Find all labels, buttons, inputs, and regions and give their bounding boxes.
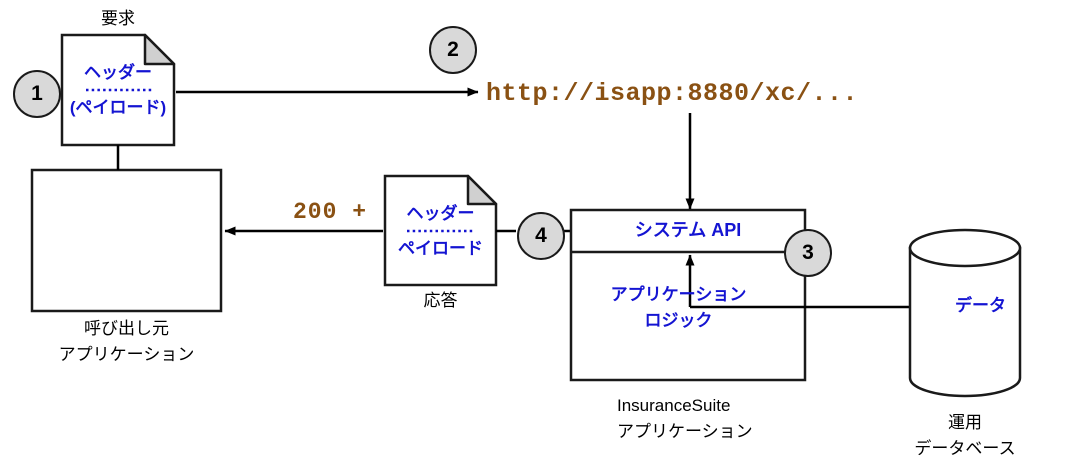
application-logic-label-line1: アプリケーション: [610, 285, 747, 304]
insurancesuite-shape: [569, 208, 807, 382]
request-document-shape: [60, 33, 176, 147]
database-data-label: データ: [955, 296, 1006, 315]
application-logic-label-line2: ロジック: [644, 311, 713, 330]
system-api-label: システム API: [634, 220, 742, 240]
step-badge-4[interactable]: 4: [517, 212, 565, 260]
database-caption-line1: 運用: [948, 413, 982, 432]
step-badge-3[interactable]: 3: [784, 229, 832, 277]
caller-application-caption-line2: アプリケーション: [58, 345, 195, 364]
step-badge-2[interactable]: 2: [429, 26, 477, 74]
request-header-label: ヘッダー: [84, 63, 152, 82]
caller-application-caption-line1: 呼び出し元: [84, 319, 169, 338]
status-code-label: 200 +: [293, 199, 368, 225]
caller-application-shape: [30, 145, 223, 313]
insurancesuite-caption-line2: アプリケーション: [617, 422, 753, 441]
response-header-label: ヘッダー: [406, 204, 475, 223]
step-badge-1[interactable]: 1: [13, 70, 61, 118]
response-document-caption: 応答: [423, 291, 458, 310]
request-payload-label: (ペイロード): [69, 98, 167, 117]
insurancesuite-caption-line1: InsuranceSuite: [617, 396, 731, 415]
request-document-caption: 要求: [101, 9, 135, 28]
endpoint-url-label: http://isapp:8880/xc/...: [486, 79, 859, 108]
database-caption-line2: データベース: [914, 439, 1016, 458]
response-document-shape: [383, 174, 498, 287]
response-payload-label: ペイロード: [398, 239, 483, 258]
database-cylinder-shape: [908, 228, 1022, 398]
